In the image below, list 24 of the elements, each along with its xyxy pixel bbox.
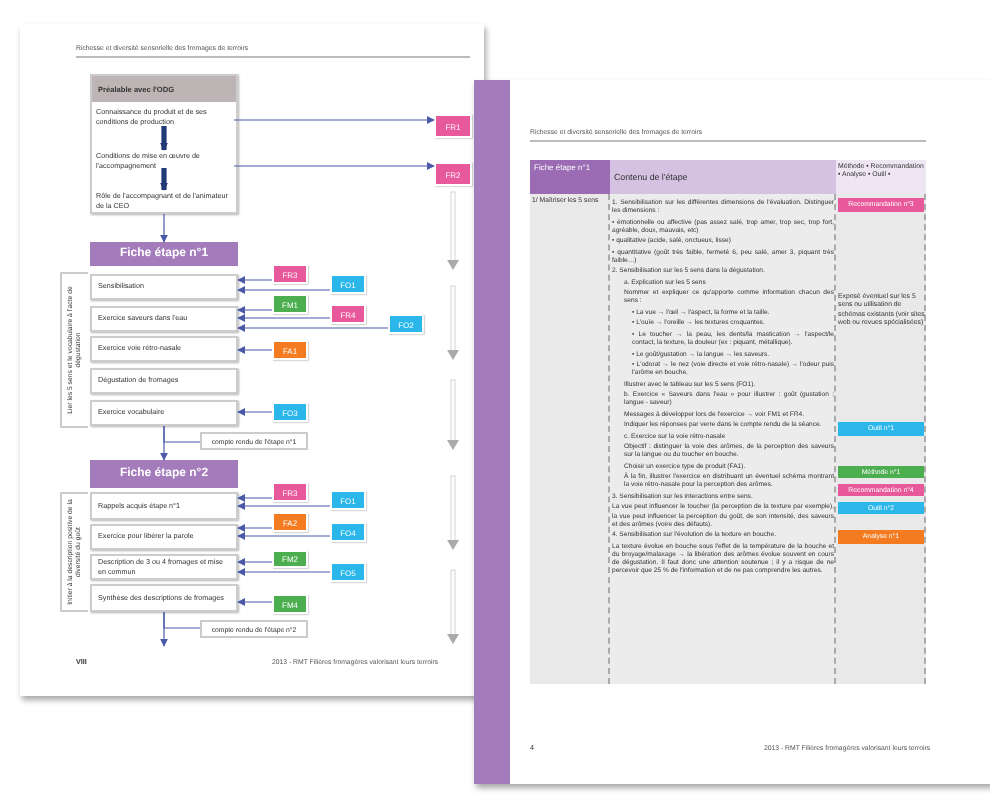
bracket-panel: [60, 272, 88, 428]
down-arrow: [160, 168, 168, 191]
connector-arrow: [237, 502, 331, 510]
connector-arrow: [237, 314, 331, 322]
connector-arrow: [237, 306, 273, 314]
connector-arrow: [163, 425, 201, 443]
connector-arrow: [237, 346, 273, 354]
connector-arrow: [237, 598, 273, 606]
connector-arrow: [237, 568, 331, 576]
connector-arrow: [237, 276, 273, 284]
down-arrow: [160, 126, 168, 151]
connector-arrow: [160, 611, 168, 647]
stage-panel: [90, 74, 238, 214]
connector-arrow: [237, 494, 273, 502]
connector-arrow: [237, 408, 273, 416]
connector-arrow: [237, 324, 389, 332]
connector-arrow: [237, 286, 331, 294]
bracket-panel: [60, 492, 88, 612]
connector-arrow: [233, 162, 435, 170]
connector-arrow: [160, 213, 168, 243]
connector-arrow: [233, 116, 435, 124]
connector-arrow: [237, 524, 273, 532]
connector-arrow: [237, 532, 331, 540]
connector-arrow: [237, 558, 273, 566]
